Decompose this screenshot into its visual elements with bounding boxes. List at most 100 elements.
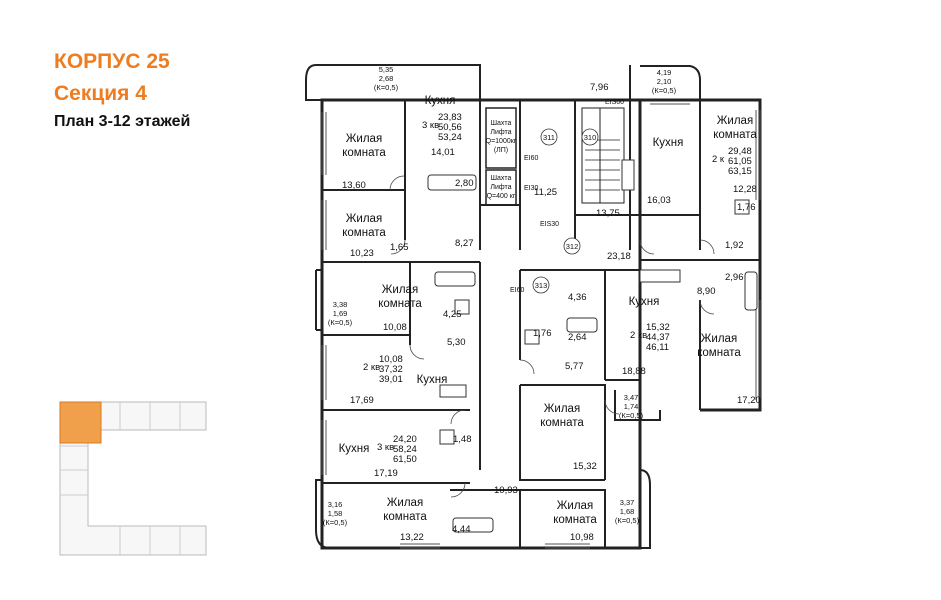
key-plan: [59, 401, 207, 556]
svg-text:311: 311: [543, 133, 555, 142]
svg-text:23,18: 23,18: [607, 251, 631, 262]
svg-text:2,64: 2,64: [568, 332, 587, 343]
balcony-reduced: 1,74: [624, 402, 639, 411]
svg-text:Шахта: Шахта: [491, 120, 512, 127]
svg-text:Лифта: Лифта: [490, 129, 511, 136]
svg-text:EIS60: EIS60: [605, 99, 624, 106]
shaft-ids: [532, 128, 599, 294]
balcony-coef: (К=0,5): [323, 518, 348, 527]
toilet-icon: [454, 299, 470, 315]
apartment-summary-3: 2 кв 15,32 44,37 46,11: [630, 322, 670, 353]
svg-text:4,36: 4,36: [568, 292, 587, 303]
svg-text:2 кв: 2 кв: [630, 330, 647, 341]
svg-text:1,48: 1,48: [453, 434, 472, 445]
svg-text:10,08: 10,08: [379, 354, 403, 365]
room-label-kitchen: Кухня: [339, 443, 370, 455]
svg-text:1,65: 1,65: [390, 242, 409, 253]
svg-text:12,28: 12,28: [733, 184, 757, 195]
svg-text:23,83: 23,83: [438, 112, 462, 123]
apartment-summaries: 3 кв 23,83 50,56 53,24 2 к 29,48 61,05 6…: [363, 112, 752, 465]
svg-text:комната: комната: [697, 347, 741, 359]
apartment-summary-2: 2 к 29,48 61,05 63,15: [712, 146, 752, 177]
svg-text:комната: комната: [378, 298, 422, 310]
svg-text:EIS30: EIS30: [540, 221, 559, 228]
svg-text:3 кв: 3 кв: [422, 120, 439, 131]
room-label-living: Жилая: [717, 115, 753, 127]
svg-text:EI60: EI60: [510, 287, 525, 294]
room-areas: 13,60 14,01 2,80 10,23 1,65 8,27 11,25 1…: [342, 82, 761, 543]
room-label-living: Жилая: [346, 213, 382, 225]
fixtures: [427, 159, 758, 533]
svg-text:EI30: EI30: [524, 185, 539, 192]
balcony-area: 4,19: [657, 68, 672, 77]
svg-text:17,19: 17,19: [374, 468, 398, 479]
windows: [321, 103, 761, 549]
svg-text:3 кв: 3 кв: [377, 442, 394, 453]
room-label-living: Жилая: [346, 133, 382, 145]
svg-text:комната: комната: [713, 129, 757, 141]
svg-text:312: 312: [566, 242, 579, 251]
svg-text:комната: комната: [540, 417, 584, 429]
balcony-reduced: 1,69: [333, 309, 348, 318]
balcony-coef: (К=0,5): [652, 86, 677, 95]
toilet-icon: [524, 329, 540, 345]
apartment-summary-1: 3 кв 23,83 50,56 53,24: [422, 112, 462, 143]
svg-text:29,48: 29,48: [728, 146, 752, 157]
svg-text:11,25: 11,25: [534, 187, 557, 198]
svg-text:310: 310: [584, 133, 597, 142]
svg-text:13,60: 13,60: [342, 180, 366, 191]
svg-text:15,32: 15,32: [646, 322, 670, 333]
balcony-reduced: 2,68: [379, 74, 394, 83]
svg-text:Шахта: Шахта: [491, 175, 512, 182]
svg-text:1,76: 1,76: [737, 202, 756, 213]
section-title: Секция 4: [54, 82, 147, 105]
svg-text:комната: комната: [553, 514, 597, 526]
fire-rating-labels: EI60 EI30 EIS60 EIS30 EI60: [510, 99, 624, 294]
balcony-coef: (К=0,5): [615, 516, 640, 525]
balcony-reduced: 2,10: [657, 77, 672, 86]
svg-text:15,32: 15,32: [573, 461, 597, 472]
svg-text:2 кв: 2 кв: [363, 362, 380, 373]
svg-text:37,32: 37,32: [379, 364, 403, 375]
svg-text:EI60: EI60: [524, 155, 539, 162]
svg-text:7,96: 7,96: [590, 82, 609, 93]
room-label-kitchen: Кухня: [653, 137, 684, 149]
svg-text:комната: комната: [342, 227, 386, 239]
balcony-reduced: 1,68: [620, 507, 635, 516]
balcony-coef: (К=0,5): [374, 83, 399, 92]
svg-text:24,20: 24,20: [393, 434, 417, 445]
svg-text:58,24: 58,24: [393, 444, 417, 455]
svg-text:8,27: 8,27: [455, 238, 474, 249]
svg-text:8,90: 8,90: [697, 286, 716, 297]
svg-text:53,24: 53,24: [438, 132, 462, 143]
doors: [389, 175, 715, 498]
svg-text:4,25: 4,25: [443, 309, 462, 320]
room-label-kitchen: Кухня: [629, 296, 660, 308]
svg-text:2 к: 2 к: [712, 154, 725, 165]
plan-title: План 3-12 этажей: [54, 113, 191, 130]
balcony-area: 5,35: [379, 65, 394, 74]
room-label-living: Жилая: [557, 500, 593, 512]
balcony-area: 3,37: [620, 498, 635, 507]
balcony-area: 3,16: [328, 500, 343, 509]
room-label-living: Жилая: [544, 403, 580, 415]
bathtub-icon: [427, 174, 477, 191]
svg-text:17,20: 17,20: [737, 395, 761, 406]
svg-text:61,50: 61,50: [393, 454, 417, 465]
room-names-line2: комната комната комната комната комната …: [342, 129, 757, 526]
kitchen-counter: [621, 159, 635, 191]
highlighted-section: [59, 401, 102, 444]
svg-text:2,96: 2,96: [725, 272, 744, 283]
svg-text:14,01: 14,01: [431, 147, 455, 158]
svg-text:17,69: 17,69: [350, 395, 374, 406]
bathtub-icon: [566, 317, 598, 333]
bathtub-icon: [452, 517, 494, 533]
room-label-kitchen: Кухня: [425, 95, 456, 107]
room-label-living: Жилая: [701, 333, 737, 345]
balcony-area: 3,47: [624, 393, 639, 402]
svg-text:комната: комната: [342, 147, 386, 159]
kitchen-counter: [439, 384, 467, 398]
svg-text:1,76: 1,76: [533, 328, 552, 339]
room-label-living: Жилая: [382, 284, 418, 296]
